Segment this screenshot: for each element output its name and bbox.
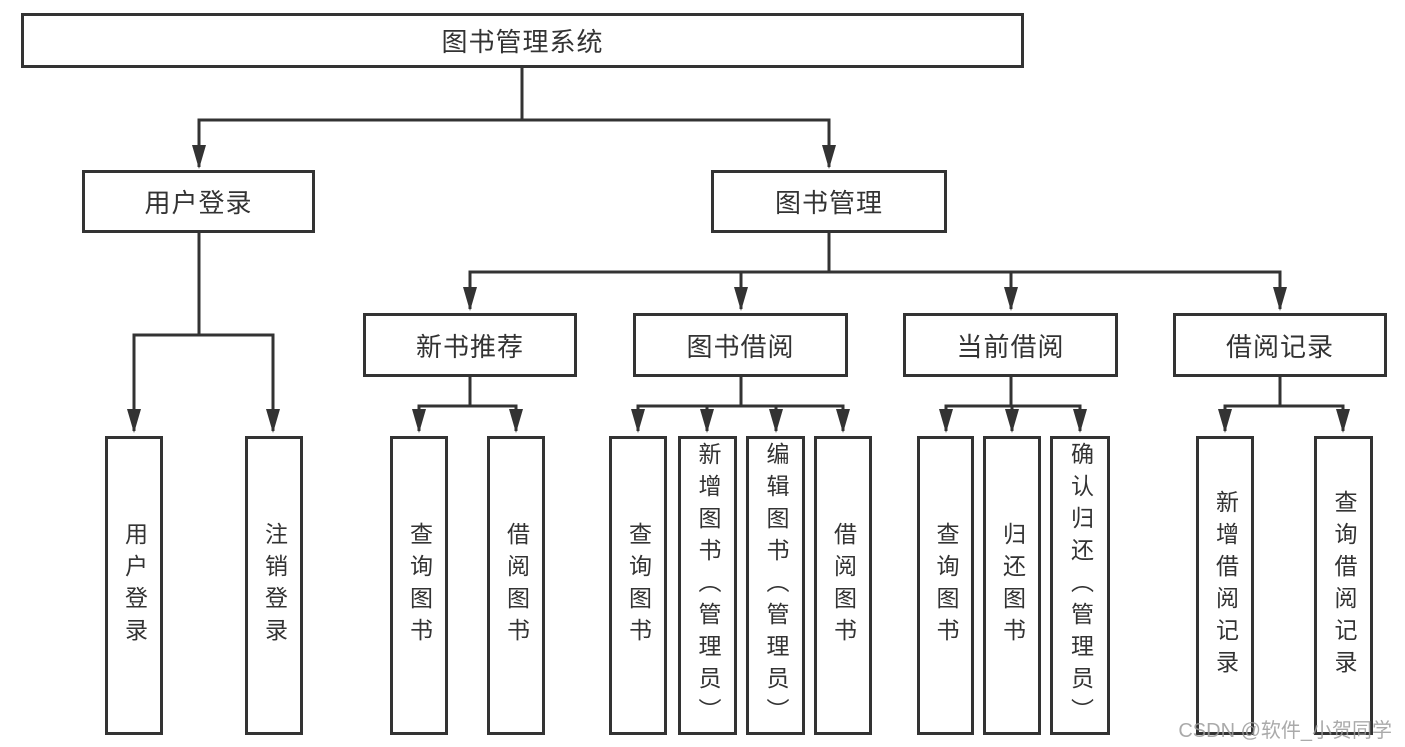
leaf-borrow-books-recommend-label: 借阅图书 bbox=[503, 521, 530, 650]
leaf-logout-label: 注销登录 bbox=[261, 521, 288, 650]
node-book-mgmt: 图书管理 bbox=[711, 170, 947, 233]
leaf-logout: 注销登录 bbox=[245, 436, 303, 735]
leaf-query-borrow-record-label: 查询借阅记录 bbox=[1331, 489, 1357, 682]
node-book-borrow: 图书借阅 bbox=[633, 313, 848, 377]
node-borrow-records: 借阅记录 bbox=[1173, 313, 1387, 377]
leaf-add-book-admin-label: 新增图书（管理员） bbox=[695, 441, 721, 730]
leaf-borrow-books-recommend: 借阅图书 bbox=[487, 436, 545, 735]
node-new-book-recommend-label: 新书推荐 bbox=[415, 331, 524, 362]
node-borrow-records-label: 借阅记录 bbox=[1225, 331, 1334, 362]
node-current-borrow-label: 当前借阅 bbox=[956, 331, 1065, 362]
leaf-add-borrow-record-label: 新增借阅记录 bbox=[1212, 489, 1239, 682]
leaf-add-borrow-record: 新增借阅记录 bbox=[1196, 436, 1254, 735]
leaf-query-borrow-record: 查询借阅记录 bbox=[1314, 436, 1373, 735]
connector-user-login-children bbox=[127, 233, 280, 433]
leaf-confirm-return-admin-label: 确认归还（管理员） bbox=[1067, 441, 1094, 730]
csdn-watermark: CSDN @软件_小贺同学 bbox=[1178, 720, 1392, 742]
node-book-borrow-label: 图书借阅 bbox=[686, 331, 795, 362]
leaf-borrow-books-label: 借阅图书 bbox=[830, 521, 857, 650]
leaf-borrow-books: 借阅图书 bbox=[814, 436, 872, 735]
leaf-query-books-recommend: 查询图书 bbox=[390, 436, 448, 735]
node-user-login: 用户登录 bbox=[82, 170, 315, 233]
leaf-query-books-borrow: 查询图书 bbox=[609, 436, 667, 735]
connector-current-borrow-children bbox=[939, 377, 1087, 433]
leaf-query-books-borrow-label: 查询图书 bbox=[625, 521, 652, 650]
connector-borrow-records-children bbox=[1218, 377, 1350, 433]
leaf-query-books-current-label: 查询图书 bbox=[933, 521, 959, 650]
leaf-user-login-label: 用户登录 bbox=[121, 521, 148, 650]
connector-book-mgmt-children bbox=[463, 233, 1287, 311]
node-root-label: 图书管理系统 bbox=[441, 27, 604, 57]
node-new-book-recommend: 新书推荐 bbox=[363, 313, 577, 377]
connector-root-to-level2 bbox=[192, 68, 836, 169]
node-current-borrow: 当前借阅 bbox=[903, 313, 1118, 377]
leaf-edit-book-admin: 编辑图书（管理员） bbox=[746, 436, 805, 735]
connector-new-book-recommend-children bbox=[412, 377, 523, 433]
leaf-user-login: 用户登录 bbox=[105, 436, 163, 735]
leaf-query-books-current: 查询图书 bbox=[917, 436, 974, 735]
leaf-query-books-recommend-label: 查询图书 bbox=[406, 521, 433, 650]
node-book-mgmt-label: 图书管理 bbox=[774, 188, 883, 218]
leaf-add-book-admin: 新增图书（管理员） bbox=[678, 436, 737, 735]
node-root: 图书管理系统 bbox=[21, 13, 1024, 68]
leaf-return-books-label: 归还图书 bbox=[999, 521, 1026, 650]
leaf-confirm-return-admin: 确认归还（管理员） bbox=[1050, 436, 1110, 735]
leaf-edit-book-admin-label: 编辑图书（管理员） bbox=[763, 441, 789, 730]
connector-book-borrow-children bbox=[631, 377, 850, 433]
node-user-login-label: 用户登录 bbox=[144, 188, 253, 218]
leaf-return-books: 归还图书 bbox=[983, 436, 1041, 735]
